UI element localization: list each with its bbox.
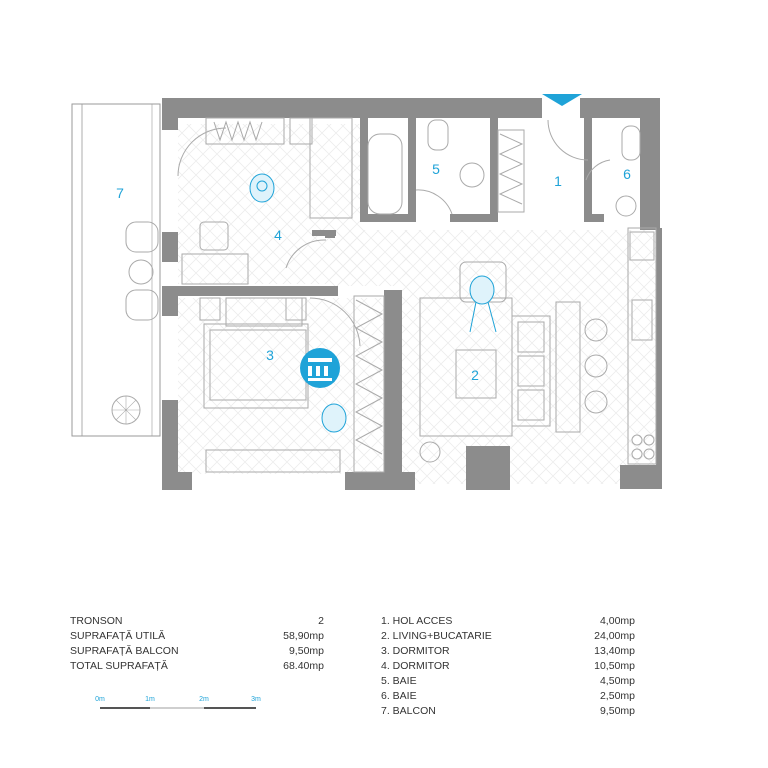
floor-hall bbox=[330, 230, 410, 286]
room-area: 24,00mp bbox=[594, 630, 635, 642]
entrance-marker-icon bbox=[542, 94, 582, 106]
room-label-2: 2 bbox=[471, 367, 479, 383]
room-name: 5. BAIE bbox=[381, 675, 417, 687]
room-row: 1. HOL ACCES 4,00mp bbox=[381, 614, 635, 629]
room-label-1: 1 bbox=[554, 173, 562, 189]
room-name: 7. BALCON bbox=[381, 705, 436, 717]
summary-value: 68.40mp bbox=[283, 660, 324, 672]
room-row: 2. LIVING+BUCATARIE 24,00mp bbox=[381, 629, 635, 644]
room-name: 4. DORMITOR bbox=[381, 660, 450, 672]
floor-living bbox=[402, 230, 658, 484]
summary-label: SUPRAFAȚĂ BALCON bbox=[70, 645, 179, 657]
scale-label: 3m bbox=[251, 696, 261, 703]
furniture bbox=[111, 117, 657, 473]
room-area: 4,00mp bbox=[599, 615, 635, 627]
summary-label: TRONSON bbox=[70, 615, 123, 627]
room-name: 6. BAIE bbox=[381, 690, 417, 702]
room-area: 2,50mp bbox=[599, 690, 635, 702]
scale-segment bbox=[204, 707, 256, 709]
summary-row: TRONSON 2 bbox=[70, 614, 324, 629]
room-label-5: 5 bbox=[432, 161, 440, 177]
room-name: 1. HOL ACCES bbox=[381, 615, 453, 627]
room-area: 9,50mp bbox=[599, 705, 635, 717]
summary-label: SUPRAFAȚĂ UTILĂ bbox=[70, 630, 166, 642]
summary-value: 58,90mp bbox=[283, 630, 324, 642]
room-row: 5. BAIE 4,50mp bbox=[381, 674, 635, 689]
rooms-table: 1. HOL ACCES 4,00mp 2. LIVING+BUCATARIE … bbox=[381, 614, 635, 719]
summary-row: TOTAL SUPRAFAȚĂ 68.40mp bbox=[70, 659, 324, 674]
room-row: 3. DORMITOR 13,40mp bbox=[381, 644, 635, 659]
room-row: 6. BAIE 2,50mp bbox=[381, 689, 635, 704]
scale-bar: 0m 1m 2m 3m bbox=[95, 696, 268, 716]
room-row: 4. DORMITOR 10,50mp bbox=[381, 659, 635, 674]
walls bbox=[162, 98, 662, 490]
room-name: 2. LIVING+BUCATARIE bbox=[381, 630, 492, 642]
room-label-6: 6 bbox=[623, 166, 631, 182]
summary-table: TRONSON 2 SUPRAFAȚĂ UTILĂ 58,90mp SUPRAF… bbox=[70, 614, 324, 674]
room-name: 3. DORMITOR bbox=[381, 645, 450, 657]
logo-icon bbox=[300, 348, 340, 388]
summary-row: SUPRAFAȚĂ UTILĂ 58,90mp bbox=[70, 629, 324, 644]
summary-value: 9,50mp bbox=[288, 645, 324, 657]
scale-segment bbox=[100, 707, 150, 709]
balcony bbox=[71, 103, 161, 437]
room-label-3: 3 bbox=[266, 347, 274, 363]
scale-label: 1m bbox=[145, 696, 155, 703]
summary-row: SUPRAFAȚĂ BALCON 9,50mp bbox=[70, 644, 324, 659]
room-area: 4,50mp bbox=[599, 675, 635, 687]
floor-plan: 1 2 3 4 5 6 7 bbox=[71, 94, 662, 490]
floor-bedroom-3 bbox=[178, 298, 384, 474]
room-area: 10,50mp bbox=[594, 660, 635, 672]
room-area: 13,40mp bbox=[594, 645, 635, 657]
room-row: 7. BALCON 9,50mp bbox=[381, 704, 635, 719]
scale-label: 2m bbox=[199, 696, 209, 703]
person-figures bbox=[249, 173, 497, 433]
room-label-7: 7 bbox=[116, 185, 124, 201]
scale-label: 0m bbox=[95, 696, 105, 703]
summary-value: 2 bbox=[318, 615, 324, 627]
room-label-4: 4 bbox=[274, 227, 282, 243]
scale-segment bbox=[150, 707, 204, 709]
summary-label: TOTAL SUPRAFAȚĂ bbox=[70, 660, 168, 672]
